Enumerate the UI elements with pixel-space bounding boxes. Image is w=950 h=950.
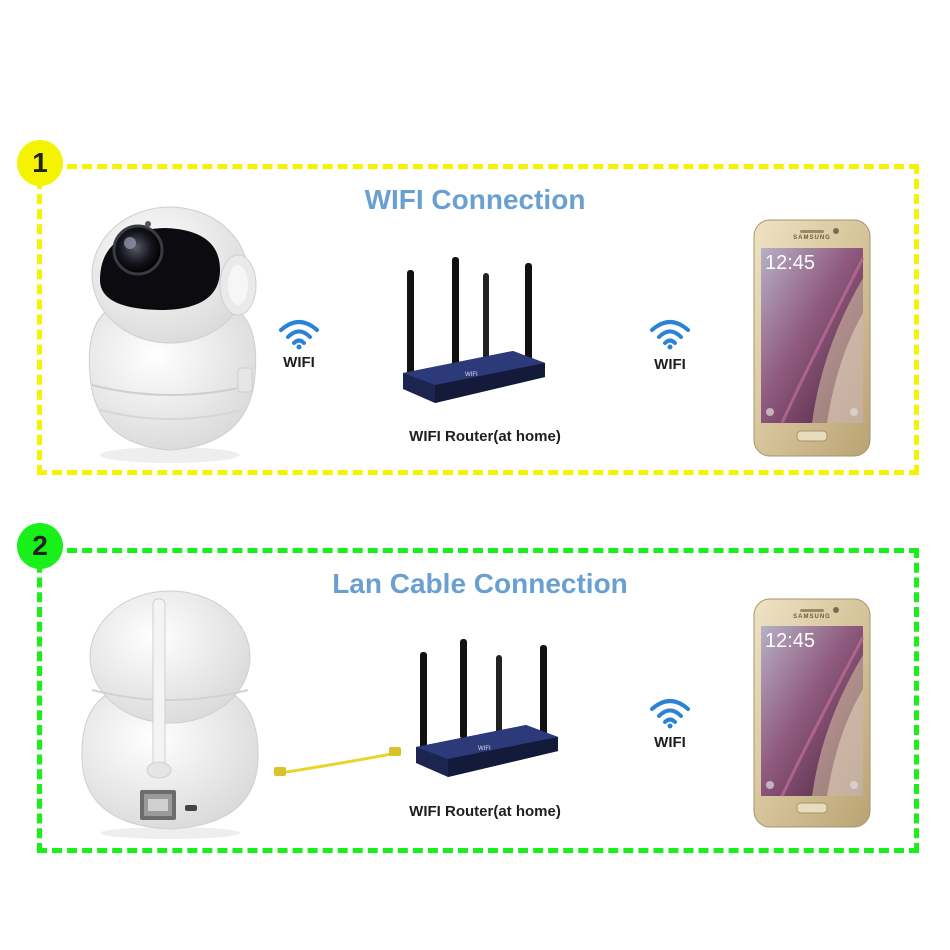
step-badge-2: 2 — [17, 523, 63, 569]
phone-clock: 12:45 — [765, 252, 816, 274]
router-caption: WIFI Router(at home) — [409, 803, 561, 820]
wifi-label: WIFI — [654, 356, 686, 373]
svg-text:WIFI: WIFI — [478, 746, 491, 752]
camera-icon — [88, 206, 257, 463]
wifi-icon — [650, 320, 690, 350]
wifi-label: WIFI — [283, 354, 315, 371]
smartphone-icon: SAMSUNG 12:45 — [752, 218, 872, 458]
phone-brand: SAMSUNG — [793, 614, 831, 620]
step-badge-1: 1 — [17, 140, 63, 186]
smartphone-icon: SAMSUNG 12:45 — [752, 597, 872, 829]
router-caption: WIFI Router(at home) — [409, 428, 561, 445]
wifi-connection-panel — [37, 164, 919, 475]
router-icon: WIFI — [403, 257, 545, 403]
wifi-label: WIFI — [654, 734, 686, 751]
svg-text:WIFI: WIFI — [465, 372, 478, 378]
panel-title: Lan Cable Connection — [332, 568, 628, 599]
wifi-icon — [650, 699, 690, 729]
lan-cable-icon — [274, 747, 401, 776]
camera-icon — [81, 590, 259, 839]
lan-cable-connection-panel — [37, 548, 919, 853]
step-number: 2 — [32, 530, 48, 561]
phone-clock: 12:45 — [765, 630, 816, 652]
router-icon: WIFI — [416, 639, 558, 777]
phone-brand: SAMSUNG — [793, 235, 831, 241]
wifi-icon — [279, 320, 319, 350]
panel-title: WIFI Connection — [364, 184, 586, 215]
step-number: 1 — [32, 147, 48, 178]
